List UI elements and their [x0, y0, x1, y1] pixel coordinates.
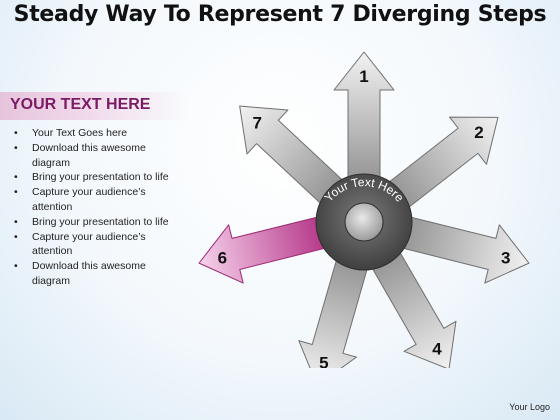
step-number-4: 4 [432, 339, 442, 358]
step-number-3: 3 [501, 248, 510, 267]
arrow-step-2 [377, 116, 499, 217]
slide-title: Steady Way To Represent 7 Diverging Step… [13, 2, 547, 27]
step-number-5: 5 [319, 353, 328, 368]
hub-center [344, 202, 384, 242]
bullet-item: Your Text Goes here [12, 126, 178, 141]
heading-band [0, 92, 188, 120]
arrow-step-1 [333, 51, 395, 193]
bullet-item: Bring your presentation to life [12, 215, 178, 230]
step-number-6: 6 [218, 248, 227, 267]
step-number-2: 2 [474, 123, 483, 142]
bullet-item: Download this awesome diagram [12, 259, 178, 289]
bullet-list: Your Text Goes here Download this awesom… [12, 126, 178, 289]
arrow-step-7 [239, 105, 354, 214]
logo-text: Your Logo [509, 402, 550, 412]
step-number-1: 1 [359, 67, 368, 86]
bullet-item: Capture your audience’s attention [12, 230, 178, 260]
arrow-step-3 [388, 213, 530, 284]
arrow-step-4 [364, 239, 457, 368]
bullet-item: Download this awesome diagram [12, 141, 178, 171]
sidebar-heading: YOUR TEXT HERE [10, 96, 151, 113]
arrow-step-5 [298, 245, 372, 368]
step-number-7: 7 [252, 113, 261, 132]
arrow-step-6 [198, 213, 340, 284]
bullet-item: Bring your presentation to life [12, 170, 178, 185]
bullet-item: Capture your audience’s attention [12, 185, 178, 215]
